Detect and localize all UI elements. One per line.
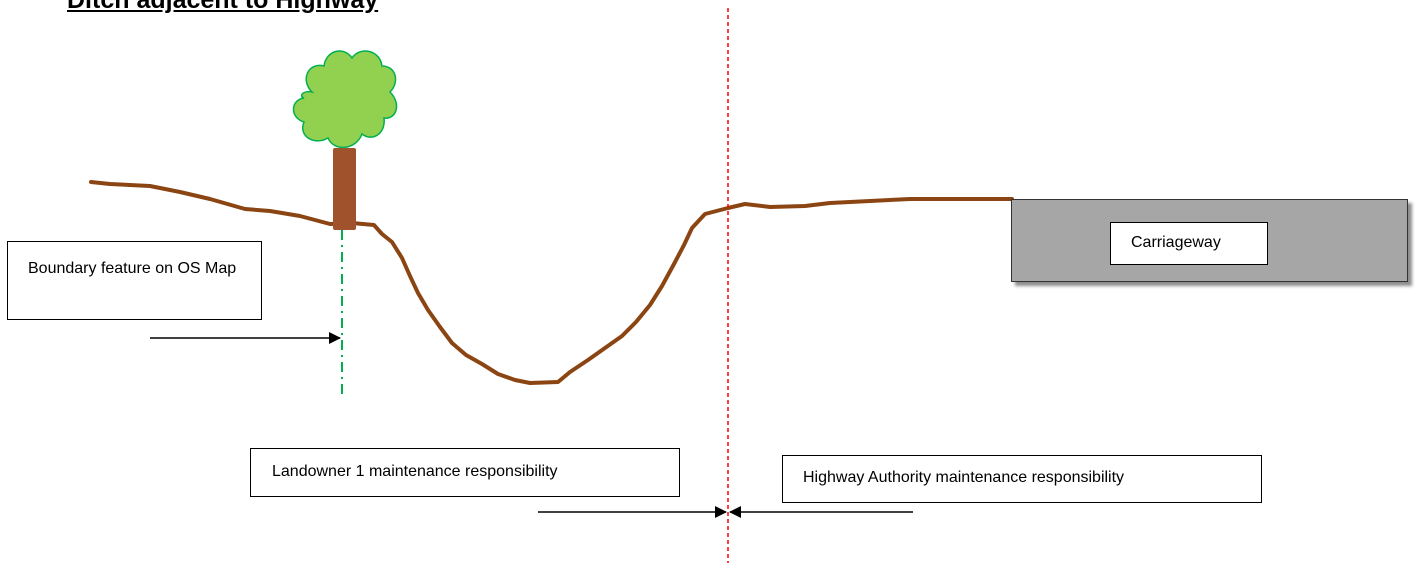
boundary-feature-label: Boundary feature on OS Map (28, 260, 237, 277)
diagram-title: Ditch adjacent to Highway (67, 0, 379, 14)
tree-trunk (333, 148, 356, 230)
carriageway-label-box: Carriageway (1110, 222, 1268, 265)
carriageway-label: Carriageway (1131, 234, 1221, 251)
highway-authority-responsibility-box: Highway Authority maintenance responsibi… (782, 455, 1262, 503)
ground-profile-line (89, 180, 1014, 385)
landowner-responsibility-label: Landowner 1 maintenance responsibility (272, 463, 558, 480)
tree-canopy-icon (292, 50, 398, 148)
landowner-responsibility-box: Landowner 1 maintenance responsibility (250, 448, 680, 497)
highway-authority-responsibility-label: Highway Authority maintenance responsibi… (803, 469, 1125, 486)
boundary-feature-label-box: Boundary feature on OS Map (7, 241, 262, 320)
